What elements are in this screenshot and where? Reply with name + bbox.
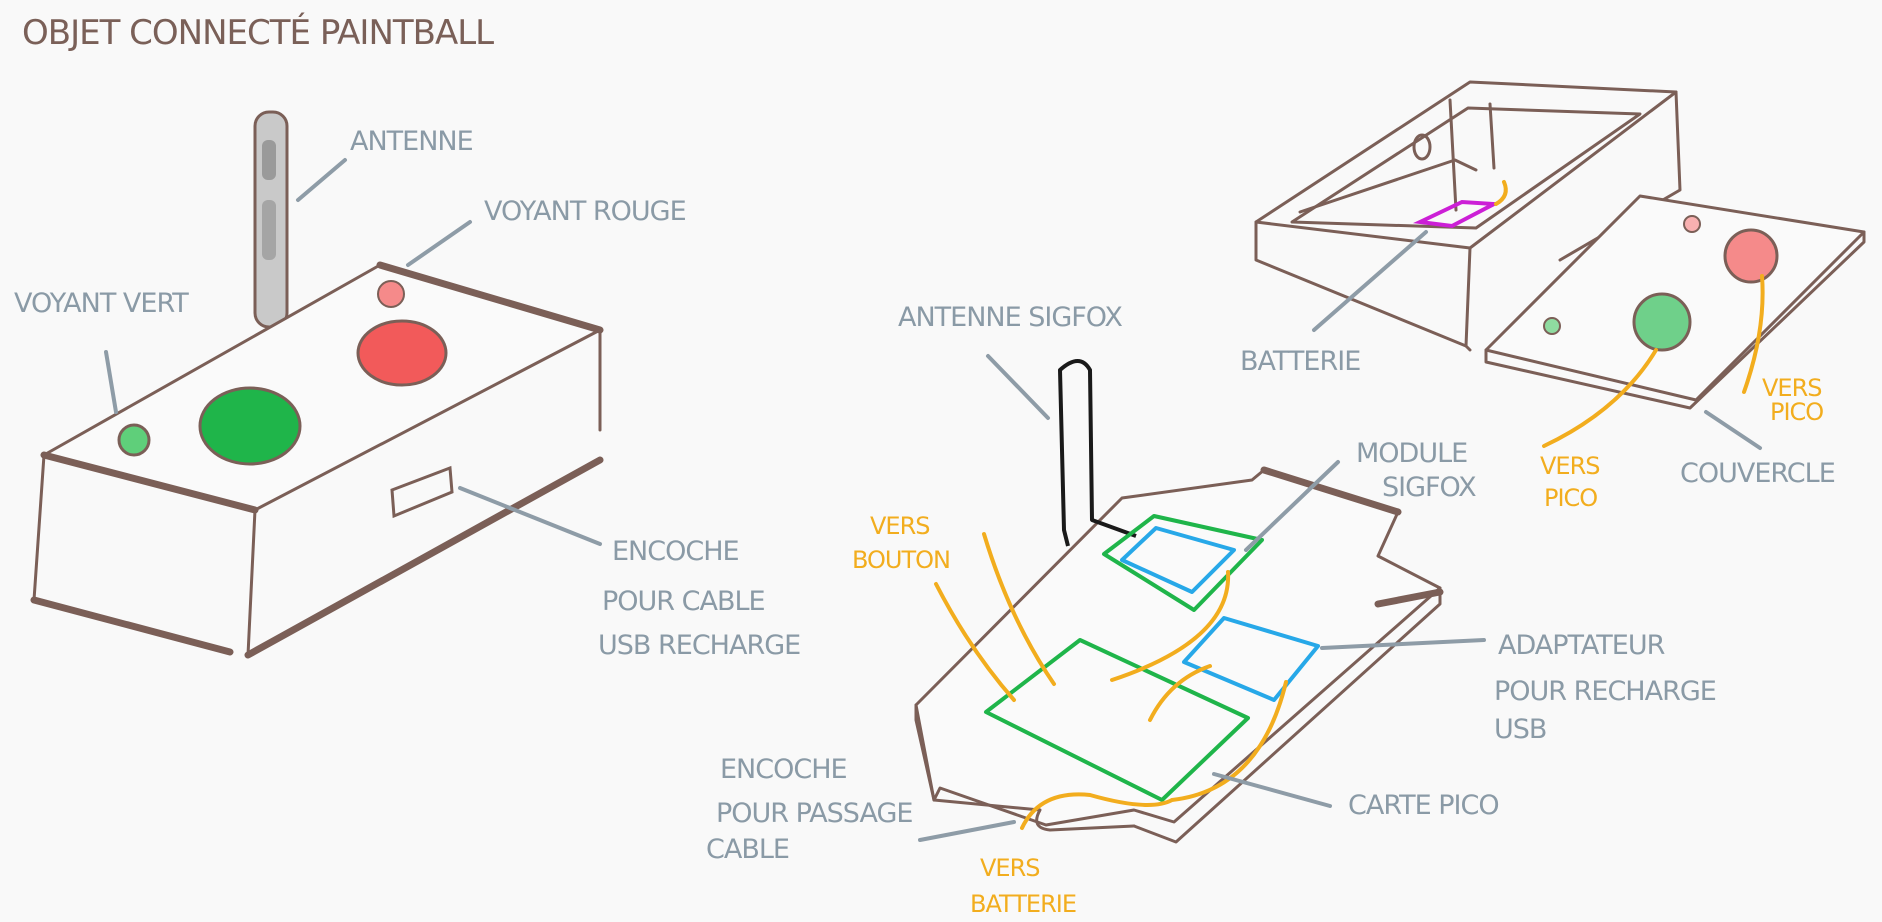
label-couvercle: COUVERCLE <box>1680 458 1835 489</box>
lid-red-button <box>1723 228 1779 284</box>
green-led <box>117 423 151 457</box>
lid-edge <box>1484 230 1866 410</box>
red-button <box>356 319 448 387</box>
pico-board <box>984 638 1250 802</box>
lid-green-led <box>1543 317 1561 335</box>
label-encoche-passage-3: CABLE <box>706 834 789 865</box>
pointer-antenne-sigfox <box>986 354 1050 420</box>
box-top-face <box>44 265 600 510</box>
wire-lid-red <box>1742 274 1765 394</box>
pointer-encoche-cable <box>458 486 602 546</box>
wire-bouton-1 <box>934 582 1016 702</box>
pointer-couvercle <box>1704 410 1762 450</box>
label-encoche-passage-2: POUR PASSAGE <box>716 798 912 829</box>
box-edge <box>244 456 604 659</box>
label-encoche-cable-1: ENCOCHE <box>612 536 739 567</box>
closed-box <box>30 110 604 659</box>
pointer-antenne <box>296 158 347 202</box>
sigfox-antenna <box>1058 359 1137 547</box>
label-vers-pico-2b: PICO <box>1544 484 1597 512</box>
antenna-shade <box>262 140 276 180</box>
wire-bouton-2 <box>982 532 1056 686</box>
label-carte-pico: CARTE PICO <box>1348 790 1499 821</box>
wire-batterie <box>1020 680 1288 830</box>
wire-adapter <box>1148 664 1212 722</box>
label-vers-batterie-1: VERS <box>980 854 1040 882</box>
wire-sigfox <box>1110 570 1231 682</box>
label-voyant-vert: VOYANT VERT <box>14 288 189 319</box>
usb-adapter <box>1182 616 1320 702</box>
box-edge <box>376 261 604 334</box>
label-adaptateur-1: ADAPTATEUR <box>1498 630 1665 661</box>
battery-wire <box>1494 180 1508 206</box>
open-box-inner <box>1290 106 1642 230</box>
plate-edge <box>1132 586 1442 844</box>
label-antenne: ANTENNE <box>350 126 473 157</box>
label-batterie: BATTERIE <box>1240 346 1360 377</box>
pointer-voyant-rouge <box>406 220 472 267</box>
green-button <box>198 386 302 466</box>
label-module-sigfox-1: MODULE <box>1356 438 1467 469</box>
sigfox-module <box>1120 526 1236 594</box>
plate-edge-thick <box>1374 588 1444 608</box>
label-adaptateur-2: POUR RECHARGE <box>1494 676 1716 707</box>
box-edge <box>42 263 382 457</box>
label-encoche-cable-3: USB RECHARGE <box>598 630 800 661</box>
label-voyant-rouge: VOYANT ROUGE <box>484 196 686 227</box>
label-vers-bouton-2: BOUTON <box>852 546 950 574</box>
label-vers-batterie-2: BATTERIE <box>970 890 1076 918</box>
sigfox-board <box>1102 514 1264 612</box>
plate-edge-thick <box>1260 466 1402 516</box>
box-edge <box>246 508 257 657</box>
label-vers-pico-1a: VERS <box>1762 374 1822 402</box>
label-encoche-passage-1: ENCOCHE <box>720 754 847 785</box>
antenna-shade <box>262 200 276 260</box>
base-plate <box>914 359 1444 844</box>
label-vers-pico-1b: PICO <box>1770 398 1823 426</box>
page-title: OBJET CONNECTÉ PAINTBALL <box>22 12 494 53</box>
plate-notch <box>932 798 1136 832</box>
open-box <box>1254 80 1682 352</box>
pointer-adaptateur <box>1320 638 1486 650</box>
pointer-encoche-passage <box>918 820 1016 842</box>
open-box-divider <box>1448 98 1458 212</box>
open-box-hole <box>1412 133 1432 161</box>
label-antenne-sigfox: ANTENNE SIGFOX <box>898 302 1122 333</box>
wire-lid-green <box>1542 348 1658 448</box>
pointer-batterie <box>1312 230 1428 332</box>
open-box-divider <box>1488 102 1496 170</box>
label-module-sigfox-2: SIGFOX <box>1382 472 1476 503</box>
label-adaptateur-3: USB <box>1494 714 1546 745</box>
open-box-edge <box>1464 246 1472 352</box>
open-box-edge <box>1254 220 1468 348</box>
label-encoche-cable-2: POUR CABLE <box>602 586 765 617</box>
pointer-module-sigfox <box>1244 460 1340 552</box>
pointer-voyant-vert <box>104 350 118 414</box>
label-vers-pico-2a: VERS <box>1540 452 1600 480</box>
box-edge <box>30 596 234 656</box>
lid <box>1484 194 1866 448</box>
pointer-carte-pico <box>1212 772 1332 808</box>
open-box-rail <box>1298 158 1478 214</box>
box-edge <box>40 451 259 514</box>
plate-edge <box>914 703 936 802</box>
lid-red-led <box>1683 215 1701 233</box>
red-led <box>377 280 405 308</box>
label-vers-bouton-1: VERS <box>870 512 930 540</box>
lid-green-button <box>1632 292 1692 352</box>
usb-notch <box>390 465 454 519</box>
